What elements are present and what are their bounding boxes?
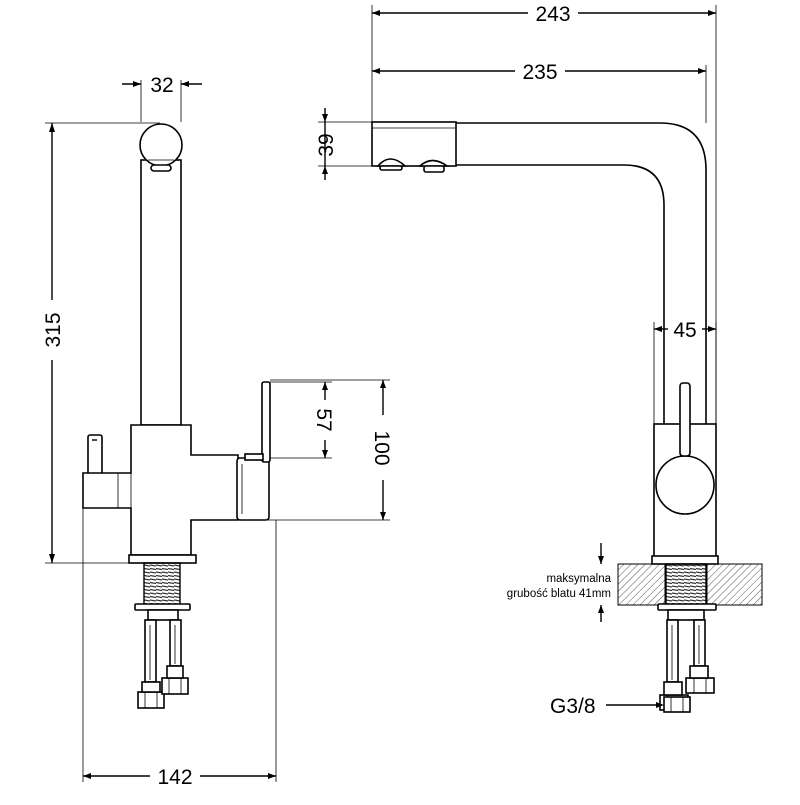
side-base-plate bbox=[128, 554, 197, 564]
front-hose-left bbox=[666, 619, 679, 683]
dim-235: 235 bbox=[522, 61, 557, 84]
dim-142: 142 bbox=[157, 766, 192, 789]
front-spout-head bbox=[371, 121, 457, 167]
side-body bbox=[82, 424, 239, 556]
front-spout bbox=[454, 122, 707, 426]
front-base-plate bbox=[651, 555, 719, 565]
front-view: 243 235 39 45 maksymalna grubość blatu 4… bbox=[315, 3, 763, 718]
front-hose-right bbox=[693, 619, 706, 667]
dim-100: 100 bbox=[370, 430, 393, 465]
front-hex-nut-right bbox=[685, 677, 715, 694]
side-hose-left bbox=[144, 619, 157, 683]
side-filter-lever bbox=[87, 434, 103, 476]
side-riser-pipe bbox=[140, 159, 182, 426]
connector-nut bbox=[663, 696, 691, 713]
dim-32: 32 bbox=[150, 74, 173, 97]
side-hose-right bbox=[169, 619, 182, 667]
front-lever bbox=[679, 382, 691, 457]
side-mixer-lever bbox=[261, 381, 271, 463]
countertop-note-line1: maksymalna bbox=[546, 573, 611, 585]
dim-315: 315 bbox=[42, 312, 65, 347]
front-mixer-knob bbox=[655, 455, 715, 515]
dim-39: 39 bbox=[315, 133, 338, 156]
side-view: 32 315 57 100 142 bbox=[42, 74, 393, 789]
dim-45: 45 bbox=[673, 319, 696, 342]
side-threaded-stud bbox=[143, 562, 181, 606]
countertop-section-right bbox=[706, 563, 763, 606]
dim-243: 243 bbox=[535, 3, 570, 26]
side-hex-nut-left bbox=[137, 691, 165, 709]
dim-57: 57 bbox=[312, 408, 335, 431]
connector-label: G3/8 bbox=[550, 695, 596, 718]
side-hex-nut-right bbox=[161, 677, 189, 695]
countertop-section-left bbox=[617, 563, 666, 606]
front-threaded-stud bbox=[665, 563, 707, 606]
countertop-note-line2: grubość blatu 41mm bbox=[507, 588, 611, 600]
